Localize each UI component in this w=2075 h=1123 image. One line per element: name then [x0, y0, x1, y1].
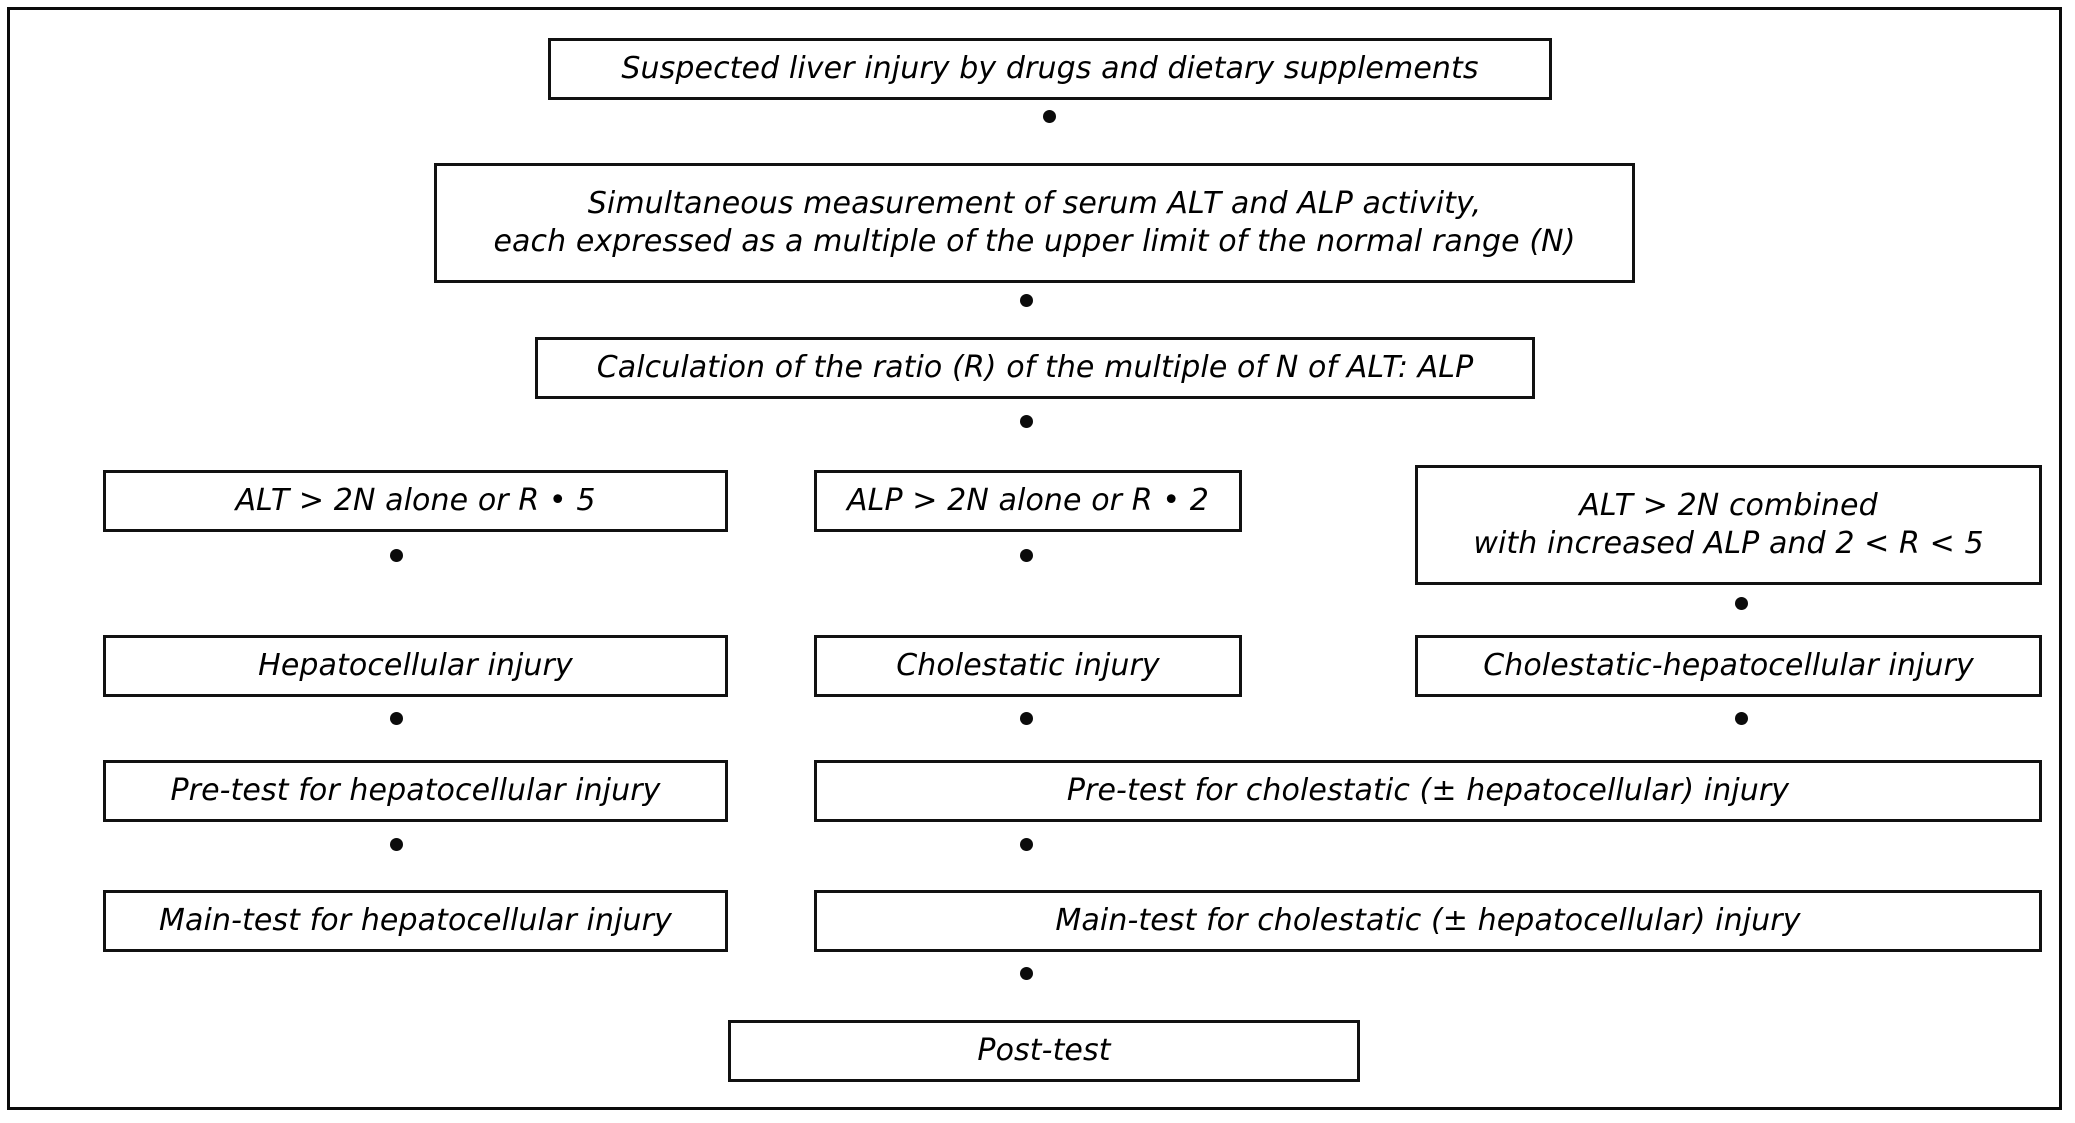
- node-injury-cholestatic[interactable]: Cholestatic injury: [814, 635, 1242, 697]
- node-maintest-hepatocellular[interactable]: Main-test for hepatocellular injury: [103, 890, 728, 952]
- node-injury-cholestatic-hepatocellular[interactable]: Cholestatic-hepatocellular injury: [1415, 635, 2042, 697]
- node-maintest-cholestatic-label: Main-test for cholestatic (± hepatocellu…: [1055, 902, 1801, 938]
- node-injury-cholestatic-hepatocellular-label: Cholestatic-hepatocellular injury: [1483, 647, 1974, 683]
- connector-dot-cholestatic-hepatocellular-to-pretest: [1735, 712, 1748, 725]
- connector-dot-maintest-to-posttest: [1020, 967, 1033, 980]
- connector-dot-suspected-to-measurement: [1043, 110, 1056, 123]
- connector-dot-measurement-to-ratio: [1020, 294, 1033, 307]
- node-criteria-combined-label: ALT > 2N combined with increased ALP and…: [1473, 487, 1984, 561]
- connector-dot-pretest-chol-to-maintest: [1020, 838, 1033, 851]
- connector-dot-hepatocellular-to-pretest: [390, 712, 403, 725]
- node-simultaneous-measurement-label: Simultaneous measurement of serum ALT an…: [493, 185, 1576, 259]
- node-injury-cholestatic-label: Cholestatic injury: [896, 647, 1160, 683]
- node-criteria-alp[interactable]: ALP > 2N alone or R • 2: [814, 470, 1242, 532]
- node-pretest-hepatocellular-label: Pre-test for hepatocellular injury: [170, 772, 661, 808]
- node-criteria-alt-label: ALT > 2N alone or R • 5: [235, 482, 596, 518]
- node-injury-hepatocellular-label: Hepatocellular injury: [258, 647, 573, 683]
- connector-dot-ratio-to-criteria: [1020, 415, 1033, 428]
- node-posttest-label: Post-test: [977, 1032, 1111, 1068]
- node-criteria-combined[interactable]: ALT > 2N combined with increased ALP and…: [1415, 465, 2042, 585]
- connector-dot-pretest-hep-to-maintest: [390, 838, 403, 851]
- node-pretest-cholestatic-label: Pre-test for cholestatic (± hepatocellul…: [1066, 772, 1790, 808]
- node-injury-hepatocellular[interactable]: Hepatocellular injury: [103, 635, 728, 697]
- connector-dot-alp-to-cholestatic: [1020, 549, 1033, 562]
- node-suspected-liver-injury-label: Suspected liver injury by drugs and diet…: [621, 50, 1479, 86]
- node-pretest-cholestatic[interactable]: Pre-test for cholestatic (± hepatocellul…: [814, 760, 2042, 822]
- node-criteria-alp-label: ALP > 2N alone or R • 2: [847, 482, 1209, 518]
- connector-dot-cholestatic-to-pretest: [1020, 712, 1033, 725]
- node-criteria-alt[interactable]: ALT > 2N alone or R • 5: [103, 470, 728, 532]
- node-simultaneous-measurement[interactable]: Simultaneous measurement of serum ALT an…: [434, 163, 1635, 283]
- figure-border: [7, 7, 2062, 1110]
- connector-dot-combined-to-cholestatic-hepatocellular: [1735, 597, 1748, 610]
- connector-dot-alt-to-hepatocellular: [390, 549, 403, 562]
- node-maintest-cholestatic[interactable]: Main-test for cholestatic (± hepatocellu…: [814, 890, 2042, 952]
- node-maintest-hepatocellular-label: Main-test for hepatocellular injury: [159, 902, 672, 938]
- node-suspected-liver-injury[interactable]: Suspected liver injury by drugs and diet…: [548, 38, 1552, 100]
- node-posttest[interactable]: Post-test: [728, 1020, 1360, 1082]
- node-ratio-calculation[interactable]: Calculation of the ratio (R) of the mult…: [535, 337, 1535, 399]
- node-ratio-calculation-label: Calculation of the ratio (R) of the mult…: [596, 349, 1474, 385]
- node-pretest-hepatocellular[interactable]: Pre-test for hepatocellular injury: [103, 760, 728, 822]
